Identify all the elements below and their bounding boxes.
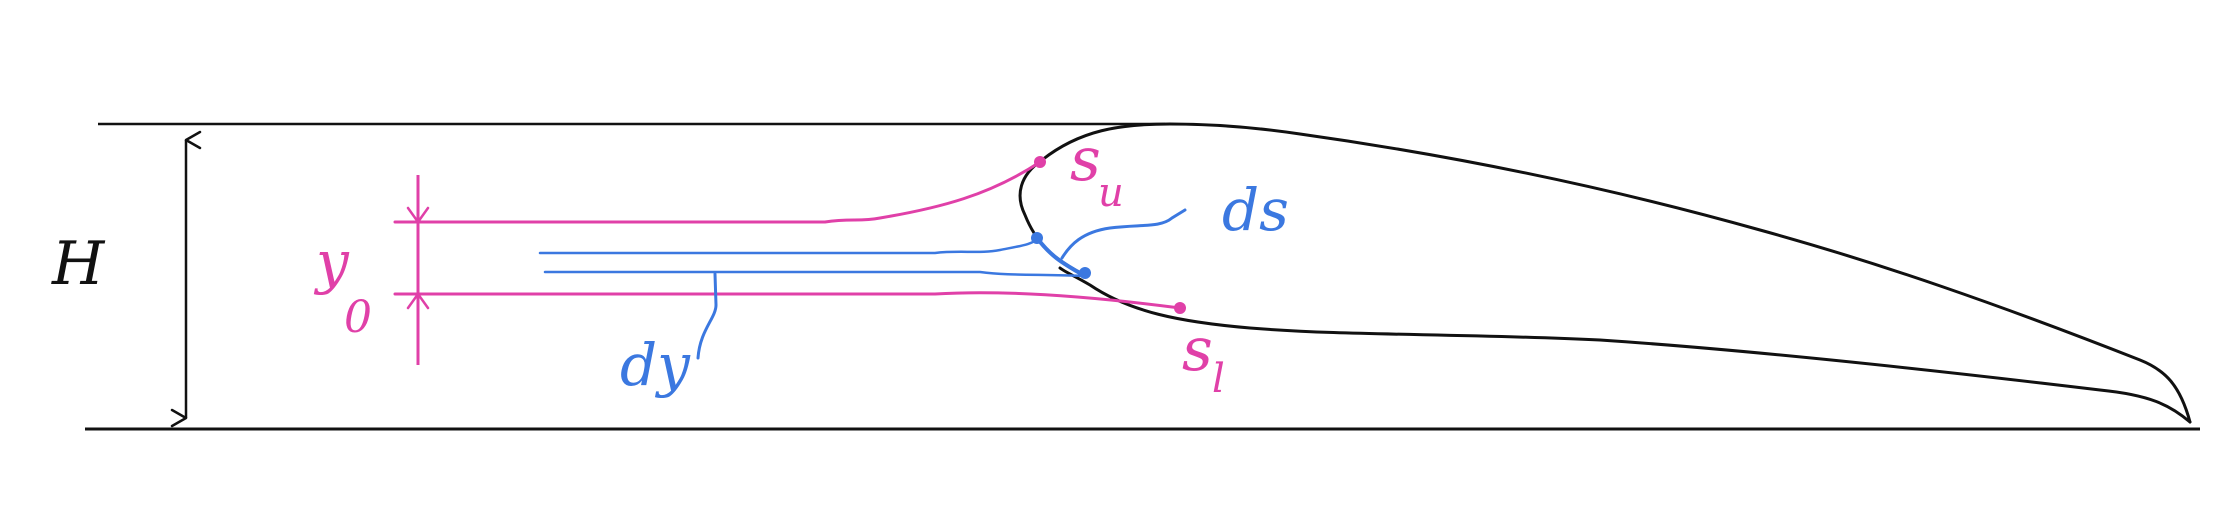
height-label: H [51,229,106,299]
lower-separation-point [1174,302,1186,314]
y0-lower-arrowhead [406,291,430,310]
ds-label: ds [1222,176,1289,244]
su-label: s [1070,125,1101,195]
upper-stagnation-streamline [393,160,1042,224]
lower-stagnation-streamline [393,291,1182,310]
airfoil-lower-surface [1058,266,2192,424]
su-subscript: u [1098,170,1124,216]
ds-start-point [1031,232,1043,244]
y0-upper-arrowhead [406,206,430,225]
sl-subscript: l [1212,356,1225,402]
dy-label: dy [620,331,691,399]
sl-label: s [1182,315,1213,385]
lower-dy-streamline [543,270,1087,278]
y0-label: y [313,228,350,296]
ds-leader-line [1060,208,1187,260]
airfoil-upper-surface [1040,122,2192,424]
y0-subscript: 0 [344,292,372,343]
upper-separation-point [1034,156,1046,168]
upper-dy-streamline [538,236,1039,255]
dy-leader-line [696,272,718,360]
ds-end-point [1079,267,1091,279]
